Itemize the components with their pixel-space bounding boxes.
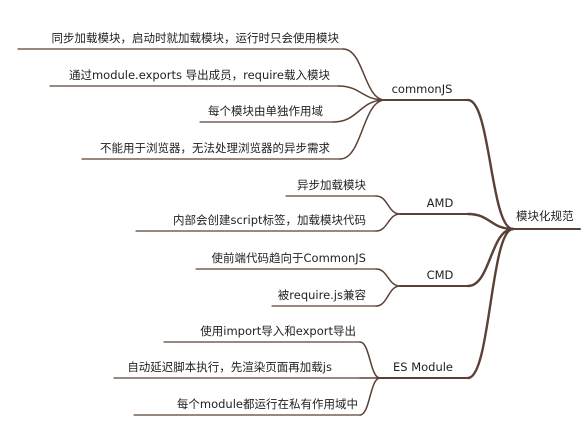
connector-root-cmd [466,227,515,288]
leaf-commonjs-3: 每个模块由单独作用域 [208,104,323,118]
leaf-commonjs-4: 不能用于浏览器，无法处理浏览器的异步需求 [100,141,330,155]
branch-cmd: CMD [426,268,454,282]
leaf-amd-2: 内部会创建script标签，加载模块代码 [172,213,366,227]
leaf-esm-2: 自动延迟脚本执行，先渲染页面再加载js [127,360,332,374]
connector-cmd-2 [375,285,401,307]
connector-amd-2 [375,213,401,232]
root-node: 模块化规范 [516,209,574,223]
leaf-esm-3: 每个module都运行在私有作用域中 [176,397,358,411]
connector-esm-3 [359,377,381,416]
leaf-cmd-1: 使前端代码趋向于CommonJS [211,251,367,265]
branch-commonjs: commonJS [391,82,453,96]
leaf-commonjs-1: 同步加载模块，启动时就加载模块，运行时只会使用模块 [51,31,340,45]
leaf-esm-1: 使用import导入和export导出 [200,324,356,338]
connector-commonjs-1 [342,48,386,101]
connector-amd-1 [375,195,401,215]
branch-es-module: ES Module [392,360,454,374]
connector-commonjs-4 [339,99,386,160]
connector-cmd-1 [375,268,401,287]
connector-root-commonjs [466,98,515,231]
connector-commonjs-3 [332,99,386,123]
branch-amd: AMD [426,196,454,210]
leaf-commonjs-2: 通过module.exports 导出成员，require载入模块 [68,68,330,82]
leaf-cmd-2: 被require.js兼容 [277,288,366,302]
connector-root-amd [466,212,515,231]
connector-root-esm [466,227,515,380]
leaf-amd-1: 异步加载模块 [297,178,366,192]
connector-esm-1 [359,341,381,379]
